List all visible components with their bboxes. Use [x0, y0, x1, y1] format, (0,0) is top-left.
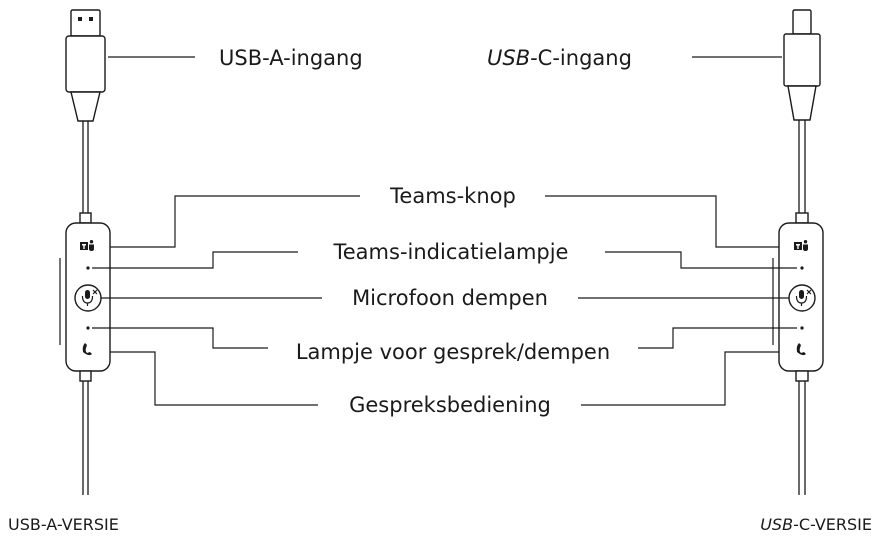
call-mute-light-label: Lampje voor gesprek/dempen: [296, 340, 610, 364]
usb-a-port-label: USB-A-ingang: [219, 46, 363, 70]
usb-c-version-device: [772, 9, 824, 495]
teams-indicator-led: [800, 266, 804, 270]
usb-a-version-caption: USB-A-VERSIE: [8, 515, 119, 534]
call-mute-led: [86, 326, 90, 330]
usb-c-strain-relief: [787, 85, 817, 121]
usb-c-plug-body: [783, 33, 821, 87]
teams-icon: [794, 240, 808, 251]
phone-icon: [82, 343, 92, 356]
usb-a-version-device: [59, 9, 111, 495]
call-control-label: Gespreksbediening: [349, 393, 551, 417]
mic-mute-icon: [74, 284, 102, 312]
mic-mute-icon: [788, 284, 816, 312]
usb-a-cable-collar-top: [79, 212, 92, 224]
teams-indicator-label: Teams-indicatielampje: [333, 240, 569, 264]
usb-a-strain-relief: [70, 91, 101, 122]
teams-icon: [80, 240, 94, 251]
usb-c-version-caption: USB-C-VERSIE: [760, 515, 872, 534]
phone-icon: [796, 343, 806, 356]
mute-mic-label: Microfoon dempen: [352, 286, 548, 310]
call-mute-led: [800, 326, 804, 330]
usb-c-cable-collar-top: [795, 212, 809, 224]
teams-button-label: Teams-knop: [389, 184, 516, 208]
teams-indicator-led: [86, 266, 90, 270]
usb-a-cable-collar-bottom: [79, 370, 92, 382]
usb-a-pin-left: [78, 17, 82, 21]
usb-a-plug-body: [65, 35, 106, 93]
usb-c-plug-head: [792, 9, 812, 35]
leader-lines: [92, 56, 797, 406]
usb-a-pin-right: [89, 17, 93, 21]
usb-c-port-label: USB-C-ingang: [487, 46, 632, 70]
usb-a-plug-head: [70, 9, 101, 37]
usb-c-cable-collar-bottom: [795, 370, 809, 382]
